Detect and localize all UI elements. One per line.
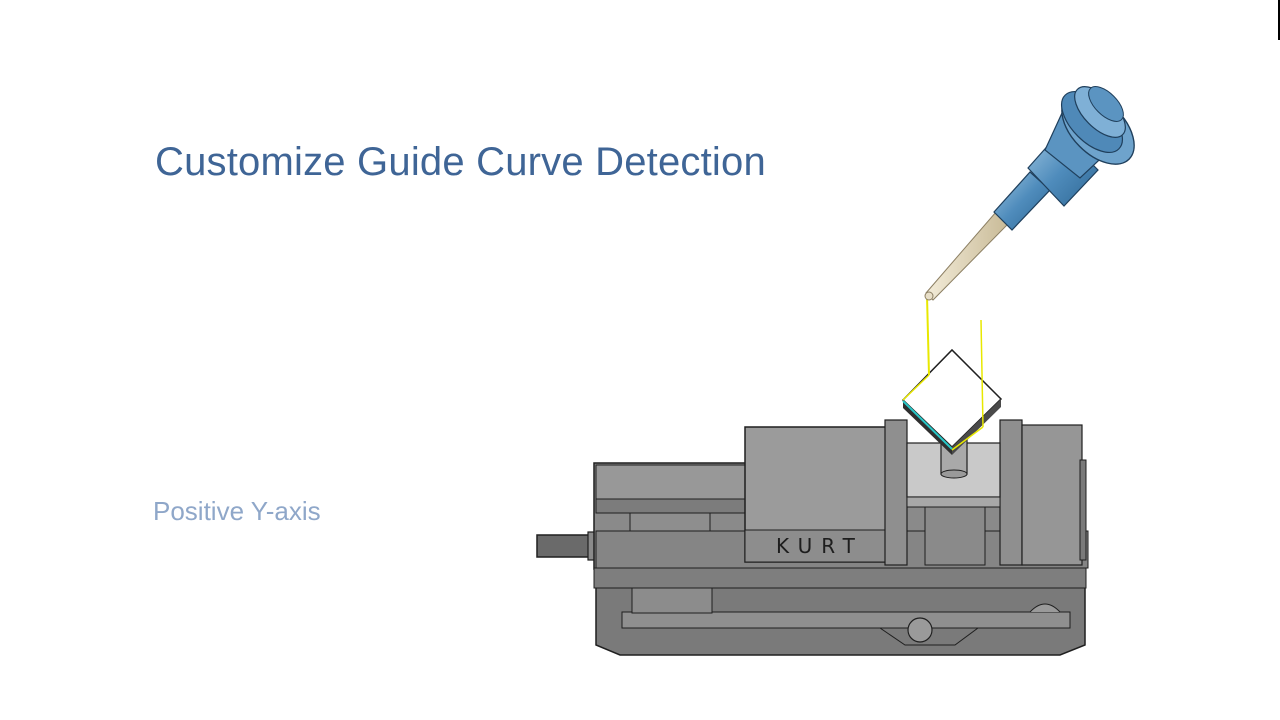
machine-vise: KURT (536, 419, 1089, 656)
axis-caption: Positive Y-axis (153, 496, 321, 526)
corner-marker (1278, 0, 1280, 40)
vise-brand-label: KURT (776, 534, 864, 558)
workpiece-part (901, 348, 1003, 479)
toolpath (902, 295, 984, 451)
slide-title: Customize Guide Curve Detection (155, 140, 766, 184)
cutting-tool (924, 86, 1135, 301)
